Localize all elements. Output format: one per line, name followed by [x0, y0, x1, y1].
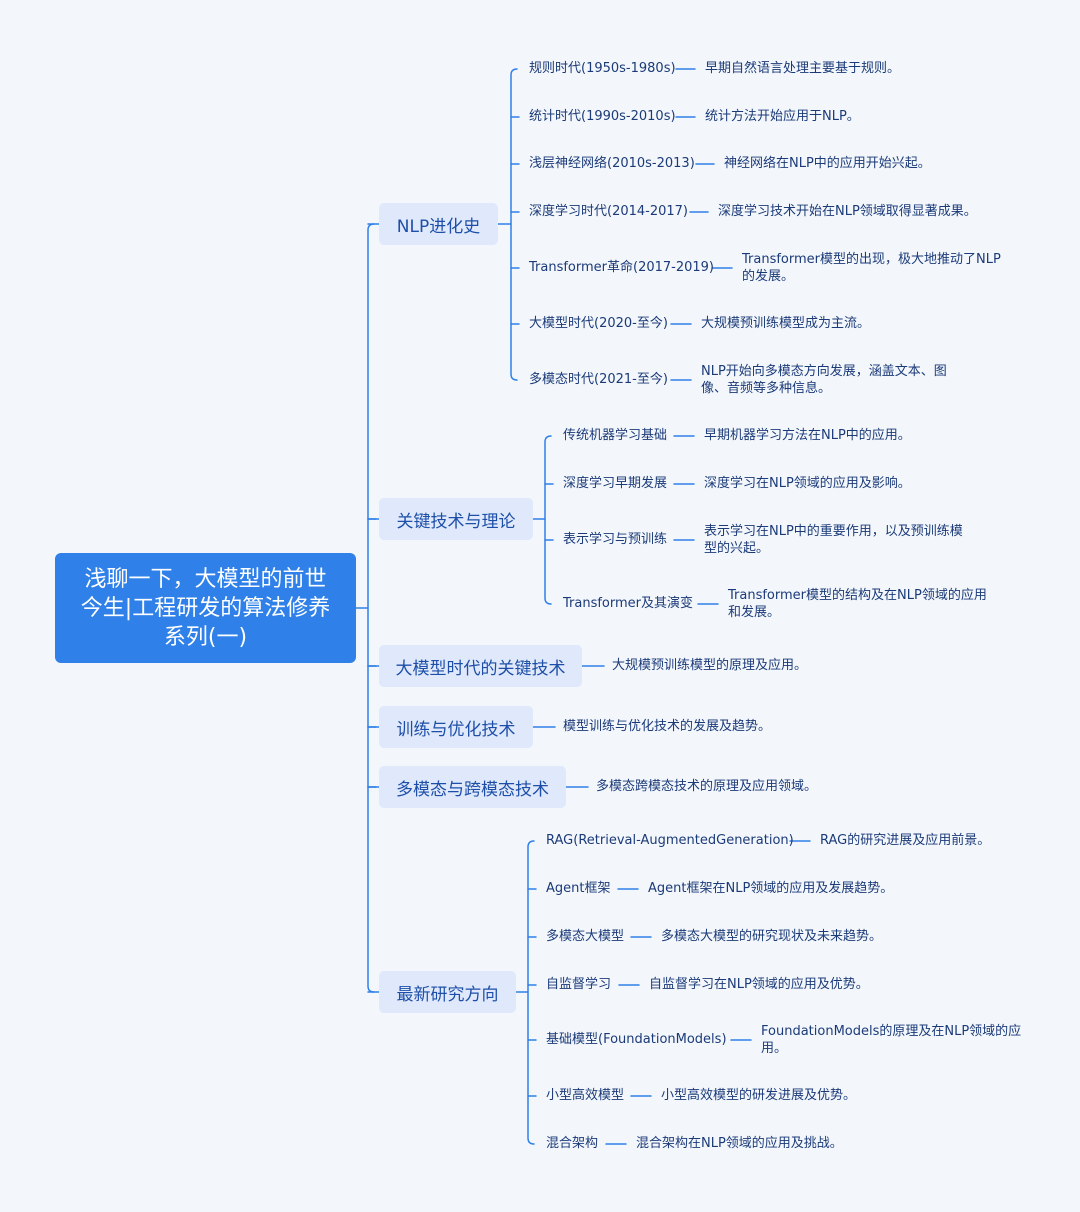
category-latest-research[interactable]: 最新研究方向	[379, 971, 516, 1013]
leaf-topic[interactable]: Agent框架	[546, 881, 611, 896]
leaf-topic[interactable]: 小型高效模型	[546, 1088, 625, 1103]
nlp-history-branch-line	[510, 68, 518, 381]
leaf-description: 统计方法开始应用于NLP。	[705, 109, 860, 124]
leaf-topic[interactable]: Transformer及其演变	[563, 596, 694, 611]
leaf-description: NLP开始向多模态方向发展，涵盖文本、图像、音频等多种信息。	[701, 364, 947, 396]
category-label: 多模态与跨模态技术	[396, 779, 549, 800]
category-label: NLP进化史	[396, 216, 481, 237]
leaf-topic[interactable]: RAG(Retrieval-AugmentedGeneration)	[546, 833, 794, 848]
leaf-description: 自监督学习在NLP领域的应用及优势。	[649, 977, 869, 992]
latest-research-branch-line	[527, 840, 535, 1145]
leaf-description: 小型高效模型的研发进展及优势。	[661, 1088, 857, 1103]
category-label: 训练与优化技术	[396, 719, 516, 740]
leaf-topic[interactable]: 多模态大模型	[546, 929, 625, 944]
category-label: 最新研究方向	[396, 984, 499, 1005]
leaf-description: Agent框架在NLP领域的应用及发展趋势。	[648, 881, 894, 896]
category-label: 大模型时代的关键技术	[395, 658, 566, 679]
key-tech-branch-line	[544, 435, 552, 605]
leaf-description: 深度学习在NLP领域的应用及影响。	[704, 476, 911, 491]
leaf-topic[interactable]: 深度学习早期发展	[563, 476, 668, 491]
leaf-description: 早期自然语言处理主要基于规则。	[705, 61, 901, 76]
leaf-topic[interactable]: Transformer革命(2017-2019)	[529, 260, 715, 275]
category-training-optimization[interactable]: 训练与优化技术	[379, 706, 533, 748]
leaf-description: 混合架构在NLP领域的应用及挑战。	[636, 1136, 843, 1151]
category-nlp-history[interactable]: NLP进化史	[379, 203, 498, 245]
leaf-description: 表示学习在NLP中的重要作用，以及预训练模型的兴起。	[704, 524, 963, 556]
leaf-topic[interactable]: 多模态时代(2021-至今)	[529, 372, 668, 387]
category-llm-key-tech[interactable]: 大模型时代的关键技术	[379, 645, 582, 687]
category-multimodal-crossmodal[interactable]: 多模态与跨模态技术	[379, 766, 566, 808]
root-topic-label: 浅聊一下，大模型的前世今生|工程研发的算法修养系列(一)	[80, 566, 331, 650]
leaf-topic[interactable]: 传统机器学习基础	[563, 428, 668, 443]
leaf-topic[interactable]: 表示学习与预训练	[563, 532, 668, 547]
leaf-description: Transformer模型的出现，极大地推动了NLP的发展。	[742, 252, 1001, 284]
root-branch-line	[367, 223, 375, 993]
leaf-description: RAG的研究进展及应用前景。	[820, 833, 991, 848]
leaf-description: 早期机器学习方法在NLP中的应用。	[704, 428, 911, 443]
leaf-topic[interactable]: 统计时代(1990s-2010s)	[529, 109, 676, 124]
leaf-description: 多模态跨模态技术的原理及应用领域。	[596, 779, 818, 794]
root-topic[interactable]: 浅聊一下，大模型的前世今生|工程研发的算法修养系列(一)	[55, 553, 356, 663]
leaf-topic[interactable]: 混合架构	[546, 1136, 599, 1151]
leaf-description: 大规模预训练模型的原理及应用。	[612, 658, 808, 673]
leaf-topic[interactable]: 基础模型(FoundationModels)	[546, 1032, 727, 1047]
leaf-description: Transformer模型的结构及在NLP领域的应用和发展。	[728, 588, 987, 620]
category-key-tech-theory[interactable]: 关键技术与理论	[379, 498, 533, 540]
leaf-topic[interactable]: 浅层神经网络(2010s-2013)	[529, 156, 695, 171]
category-label: 关键技术与理论	[396, 511, 516, 532]
leaf-topic[interactable]: 自监督学习	[546, 977, 612, 992]
leaf-topic[interactable]: 大模型时代(2020-至今)	[529, 316, 668, 331]
leaf-description: 神经网络在NLP中的应用开始兴起。	[724, 156, 931, 171]
leaf-topic[interactable]: 规则时代(1950s-1980s)	[529, 61, 676, 76]
leaf-topic[interactable]: 深度学习时代(2014-2017)	[529, 204, 689, 219]
leaf-description: 大规模预训练模型成为主流。	[701, 316, 871, 331]
leaf-description: 深度学习技术开始在NLP领域取得显著成果。	[718, 204, 977, 219]
leaf-description: 模型训练与优化技术的发展及趋势。	[563, 719, 772, 734]
leaf-description: FoundationModels的原理及在NLP领域的应用。	[761, 1024, 1022, 1056]
leaf-description: 多模态大模型的研究现状及未来趋势。	[661, 929, 883, 944]
